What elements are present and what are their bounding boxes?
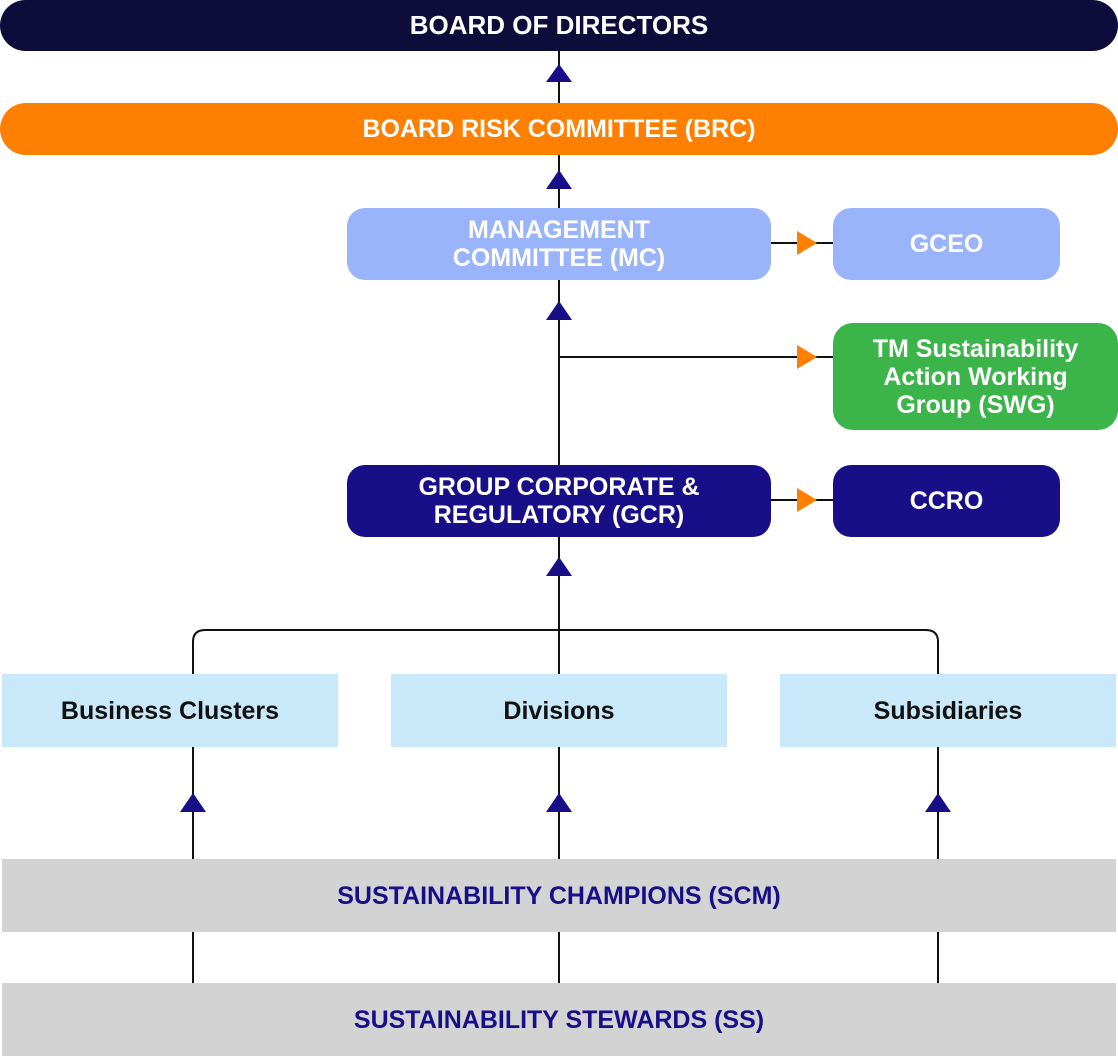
arrow-up-icon: [546, 170, 572, 189]
divisions-label: Divisions: [503, 696, 615, 725]
arrow-up-icon: [546, 301, 572, 320]
ccro-label: CCRO: [909, 487, 984, 515]
sustainability-champions-band: SUSTAINABILITY CHAMPIONS (SCM): [2, 859, 1116, 932]
swg-label-line2: Action Working: [883, 362, 1068, 391]
swg-box: TM Sustainability Action Working Group (…: [833, 323, 1118, 430]
business-clusters-box: Business Clusters: [2, 674, 338, 747]
gcr-box: GROUP CORPORATE & REGULATORY (GCR): [347, 465, 771, 537]
board-of-directors-label: BOARD OF DIRECTORS: [409, 9, 709, 40]
management-committee-label-line2: COMMITTEE (MC): [452, 244, 666, 272]
board-risk-committee-label: BOARD RISK COMMITTEE (BRC): [362, 115, 756, 143]
subsidiaries-label: Subsidiaries: [873, 696, 1023, 725]
management-committee-box: MANAGEMENT COMMITTEE (MC): [347, 208, 771, 280]
swg-label-line1: TM Sustainability: [872, 334, 1079, 363]
arrow-right-icon: [797, 231, 817, 255]
subsidiaries-box: Subsidiaries: [780, 674, 1116, 747]
sustainability-stewards-label: SUSTAINABILITY STEWARDS (SS): [353, 1005, 765, 1034]
swg-label-line3: Group (SWG): [896, 390, 1055, 419]
divisions-box: Divisions: [391, 674, 727, 747]
sustainability-stewards-band: SUSTAINABILITY STEWARDS (SS): [2, 983, 1116, 1056]
gceo-box: GCEO: [833, 208, 1060, 280]
sustainability-champions-label: SUSTAINABILITY CHAMPIONS (SCM): [337, 881, 781, 910]
arrow-up-icon: [180, 793, 206, 812]
arrow-up-icon: [546, 64, 572, 82]
arrow-up-icon: [546, 793, 572, 812]
gcr-label-line1: GROUP CORPORATE &: [418, 473, 700, 501]
ccro-box: CCRO: [833, 465, 1060, 537]
arrow-right-icon: [797, 345, 817, 369]
gcr-label-line2: REGULATORY (GCR): [433, 501, 685, 529]
arrow-up-icon: [925, 793, 951, 812]
arrow-up-icon: [546, 557, 572, 576]
business-clusters-label: Business Clusters: [60, 696, 280, 725]
board-of-directors-box: BOARD OF DIRECTORS: [0, 0, 1118, 51]
management-committee-label-line1: MANAGEMENT: [468, 216, 650, 244]
connector-units-bracket: [192, 629, 939, 674]
board-risk-committee-box: BOARD RISK COMMITTEE (BRC): [0, 103, 1118, 155]
arrow-right-icon: [797, 488, 817, 512]
gceo-label: GCEO: [909, 230, 984, 258]
